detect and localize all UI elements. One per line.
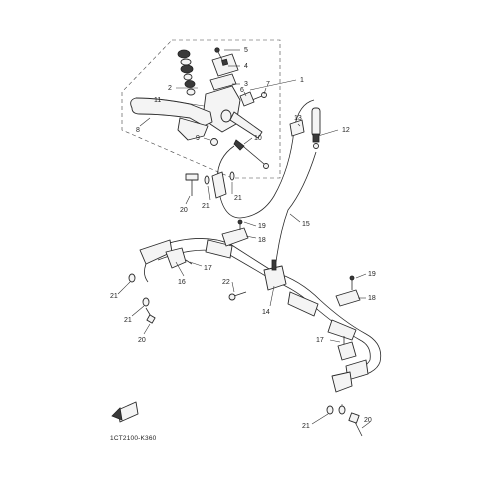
union-bolt-upper [289,107,321,149]
callout-8: 8 [136,127,140,134]
callout-5: 5 [244,47,248,54]
screw [214,47,223,61]
callout-7: 7 [266,81,270,88]
callout-21d: 21 [124,317,132,324]
callout-18b: 18 [368,295,376,302]
callout-6: 6 [240,87,244,94]
callout-21e: 21 [302,423,310,430]
hose-guide [221,219,249,247]
brake-switch [239,91,255,107]
callout-labels: 1 2 3 4 5 6 7 8 9 10 11 12 13 14 15 16 1… [110,47,376,430]
callout-18: 18 [258,237,266,244]
diagram-code: 1CT2100-K360 [110,435,157,442]
banjo-bolt-upper [185,171,235,199]
brake-master-cylinder [203,53,263,139]
piston-kit [177,49,196,96]
union-bolt-left [128,273,156,324]
callout-4: 4 [244,63,248,70]
nut [210,138,218,146]
callout-9: 9 [196,135,200,142]
bolt [228,291,247,301]
callout-10: 10 [254,135,262,142]
callout-21b: 21 [234,195,242,202]
callout-19: 19 [258,223,266,230]
callout-20: 20 [180,207,188,214]
callout-19b: 19 [368,271,376,278]
callout-2: 2 [168,85,172,92]
forward-arrow-icon [111,401,139,423]
brake-cable [275,151,317,263]
callout-20b: 20 [138,337,146,344]
hose-holder [263,259,287,291]
callout-3: 3 [244,81,248,88]
callout-17b: 17 [316,337,324,344]
front-brake-switch [233,139,269,169]
brake-lever [130,97,213,127]
callout-17: 17 [204,265,212,272]
callout-14: 14 [262,309,270,316]
hose-clamp [165,247,193,269]
hose-guide [335,275,361,307]
callout-21: 21 [202,203,210,210]
bolt [251,92,267,101]
callout-22: 22 [222,279,230,286]
hose-clamp [337,336,357,361]
callout-12: 12 [342,127,350,134]
callout-13: 13 [294,115,302,122]
callout-15: 15 [302,221,310,228]
union-bolt-right [326,405,363,437]
callout-1: 1 [300,77,304,84]
callout-16: 16 [178,279,186,286]
callout-20c: 20 [364,417,372,424]
callout-21c: 21 [110,293,118,300]
callout-11: 11 [154,97,161,104]
leader-lines [117,49,371,429]
